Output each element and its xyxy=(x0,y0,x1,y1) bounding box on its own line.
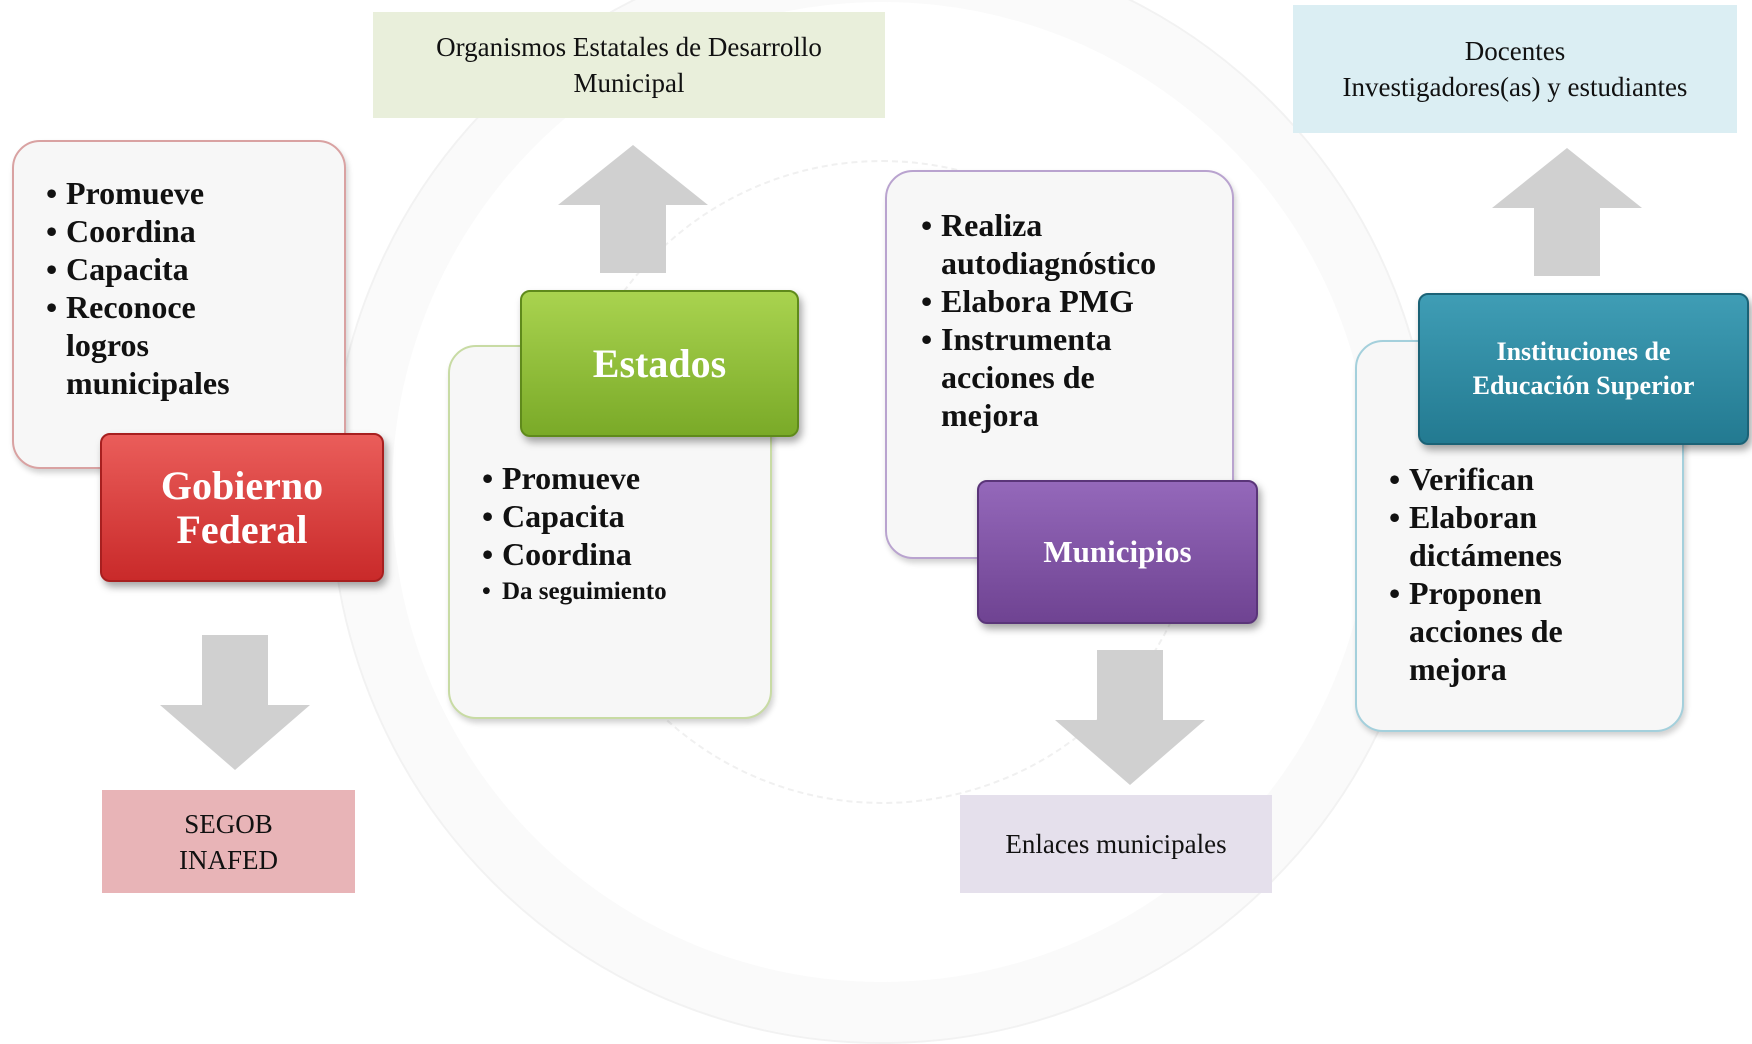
federal-action-item: Coordina xyxy=(46,212,344,250)
estados-action-item: Da seguimiento xyxy=(482,573,770,611)
up-arrow-estados xyxy=(558,145,708,273)
ies-action-item: Verifican xyxy=(1389,460,1682,498)
ies-title-line: Educación Superior xyxy=(1472,371,1695,400)
municipios-title: Municipios xyxy=(1043,534,1192,569)
ies-action-item: Proponen acciones de mejora xyxy=(1389,574,1629,688)
estados-action-item: Coordina xyxy=(482,535,770,573)
municipios-action-item: Realiza autodiagnóstico xyxy=(921,206,1211,282)
municipios-action-item: Elabora PMG xyxy=(921,282,1232,320)
ies-action-item: Elaboran dictámenes xyxy=(1389,498,1629,574)
federal-action-item: Reconoce logros municipales xyxy=(46,288,266,402)
ies-label-line: Docentes xyxy=(1464,36,1566,66)
estados-title: Estados xyxy=(592,341,727,386)
ies-label-line: Investigadores(as) y estudiantes xyxy=(1342,72,1688,102)
federal-action-item: Promueve xyxy=(46,174,344,212)
federal-label-line: INAFED xyxy=(179,844,278,875)
ies-title-box: Instituciones de Educación Superior xyxy=(1418,293,1749,445)
federal-label-line: SEGOB xyxy=(184,808,273,839)
federal-title: Gobierno Federal xyxy=(160,462,324,552)
estados-title-box: Estados xyxy=(520,290,799,437)
estados-label-box: Organismos Estatales de Desarrollo Munic… xyxy=(373,12,885,118)
ies-label-box: Docentes Investigadores(as) y estudiante… xyxy=(1293,5,1737,133)
federal-action-item: Capacita xyxy=(46,250,344,288)
federal-label-box: SEGOB INAFED xyxy=(102,790,355,893)
federal-title-box: Gobierno Federal xyxy=(100,433,384,582)
up-arrow-ies xyxy=(1492,148,1642,276)
federal-actions-card: Promueve Coordina Capacita Reconoce logr… xyxy=(12,140,346,469)
down-arrow-municipios xyxy=(1055,650,1205,785)
municipios-label-line: Enlaces municipales xyxy=(1005,829,1227,859)
municipios-label-box: Enlaces municipales xyxy=(960,795,1272,893)
estados-action-item: Capacita xyxy=(482,497,770,535)
estados-label-line: Organismos Estatales de Desarrollo xyxy=(436,32,822,62)
estados-label-line: Municipal xyxy=(573,68,685,98)
municipios-title-box: Municipios xyxy=(977,480,1258,624)
down-arrow-federal xyxy=(160,635,310,770)
ies-title-line: Instituciones de xyxy=(1496,337,1671,366)
estados-action-item: Promueve xyxy=(482,459,770,497)
municipios-action-item: Instrumenta acciones de mejora xyxy=(921,320,1171,434)
